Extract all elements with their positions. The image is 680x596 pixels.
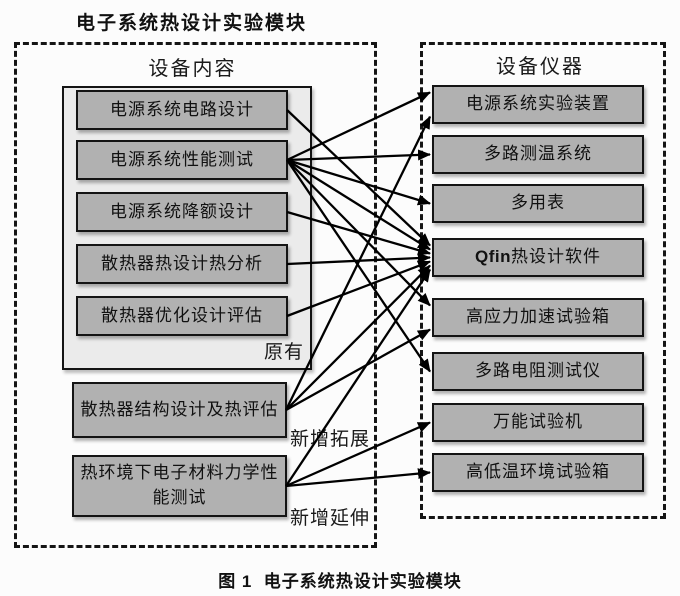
right-item-multi-temp-label: 多路测温系统 bbox=[484, 144, 592, 164]
right-item-power-device-label: 电源系统实验装置 bbox=[466, 94, 610, 114]
left-item-performance-test-label: 电源系统性能测试 bbox=[110, 149, 254, 169]
figure-caption: 图 1 电子系统热设计实验模块 bbox=[218, 572, 462, 591]
right-item-universal-tester: 万能试验机 bbox=[432, 403, 644, 442]
left-item-material-test-label: 热环境下电子材料力学性 能测试 bbox=[80, 463, 279, 507]
left-item-material-test: 热环境下电子材料力学性 能测试 bbox=[72, 455, 287, 517]
right-item-qfin-label-rest: 热设计软件 bbox=[511, 247, 601, 267]
left-item-performance-test: 电源系统性能测试 bbox=[76, 140, 288, 180]
left-item-optimization-eval-label: 散热器优化设计评估 bbox=[101, 305, 263, 325]
right-item-resistance-tester-label: 多路电阻测试仪 bbox=[475, 361, 601, 381]
right-item-power-device: 电源系统实验装置 bbox=[432, 85, 644, 124]
left-panel-title: 设备内容 bbox=[148, 58, 237, 80]
right-item-universal-tester-label: 万能试验机 bbox=[493, 412, 583, 432]
left-item-structure-design-label: 散热器结构设计及热评估 bbox=[80, 399, 279, 419]
left-item-optimization-eval: 散热器优化设计评估 bbox=[76, 296, 288, 336]
left-item-derating-design-label: 电源系统降额设计 bbox=[110, 201, 254, 221]
diagram-title: 电子系统热设计实验模块 bbox=[76, 13, 308, 34]
left-item-structure-design: 散热器结构设计及热评估 bbox=[72, 382, 287, 438]
left-item-thermal-analysis-label: 散热器热设计热分析 bbox=[101, 253, 263, 273]
left-item-derating-design: 电源系统降额设计 bbox=[76, 192, 288, 232]
right-item-multi-temp: 多路测温系统 bbox=[432, 135, 644, 174]
right-item-high-low-temp: 高低温环境试验箱 bbox=[432, 453, 644, 492]
extension-label: 新增拓展 bbox=[290, 429, 371, 450]
left-item-thermal-analysis: 散热器热设计热分析 bbox=[76, 244, 288, 284]
right-item-high-low-temp-label: 高低温环境试验箱 bbox=[466, 462, 610, 482]
right-panel-title: 设备仪器 bbox=[496, 56, 584, 78]
original-group-label: 原有 bbox=[263, 342, 304, 363]
right-item-resistance-tester: 多路电阻测试仪 bbox=[432, 352, 644, 391]
right-item-stress-chamber: 高应力加速试验箱 bbox=[432, 298, 644, 337]
right-item-multimeter: 多用表 bbox=[432, 184, 644, 223]
right-item-multimeter-label: 多用表 bbox=[511, 193, 565, 213]
left-item-circuit-design: 电源系统电路设计 bbox=[76, 90, 288, 130]
right-item-stress-chamber-label: 高应力加速试验箱 bbox=[466, 307, 610, 327]
right-item-qfin-label-bold: Qfin bbox=[475, 247, 511, 267]
new-label: 新增延伸 bbox=[290, 508, 371, 529]
left-item-circuit-design-label: 电源系统电路设计 bbox=[110, 99, 254, 119]
